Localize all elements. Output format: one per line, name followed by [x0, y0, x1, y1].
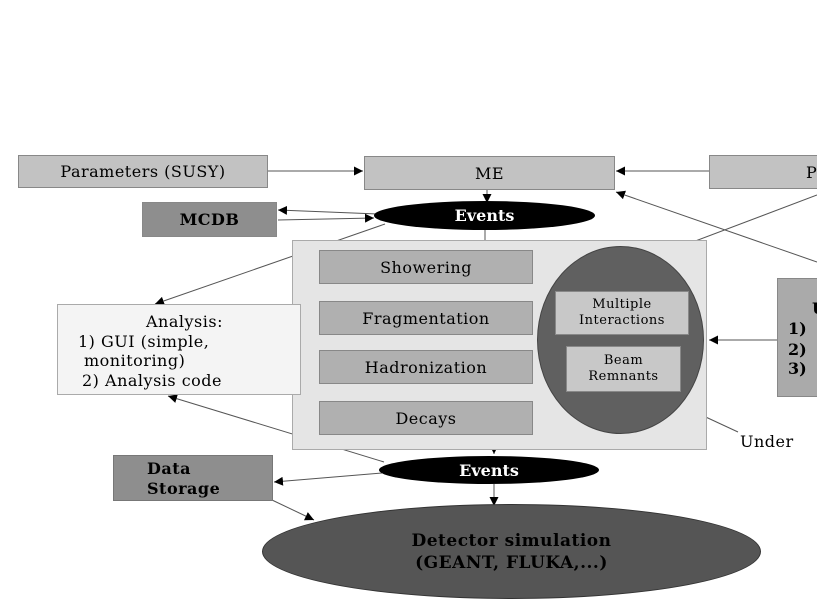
- beam-remnants-line-2: Remnants: [588, 369, 659, 384]
- arrow-events-to-mcdb: [277, 205, 379, 215]
- pdf-box-partial: P: [709, 155, 817, 189]
- hadronization-box: Hadronization: [319, 350, 533, 384]
- arrow-events-to-analysis: [154, 223, 386, 306]
- decays-box: Decays: [319, 401, 533, 435]
- tuning-box-partial: U 1) 2) 3): [777, 278, 817, 397]
- arrow-storage-to-detector: [271, 499, 315, 521]
- beam-remnants-line-1: Beam: [603, 353, 644, 368]
- analysis-line-2: 1) GUI (simple,: [78, 332, 210, 351]
- analysis-line-4: 2) Analysis code: [82, 371, 222, 390]
- arrow-events-to-data-storage: [273, 472, 383, 486]
- tuning-line-3: 2): [788, 340, 807, 359]
- parameters-box: Parameters (SUSY): [18, 155, 268, 188]
- detector-simulation-line-2: (GEANT, FLUKA,...): [415, 552, 608, 573]
- hadronization-label: Hadronization: [364, 357, 488, 377]
- tuning-line-1: U: [812, 299, 817, 318]
- pdf-label-partial: P: [806, 163, 817, 182]
- fragmentation-box: Fragmentation: [319, 301, 533, 335]
- showering-label: Showering: [380, 257, 472, 277]
- events-bottom-label: Events: [459, 460, 519, 480]
- events-top-ellipse: Events: [374, 201, 595, 230]
- underlying-event-ellipse: [537, 246, 704, 434]
- events-bottom-ellipse: Events: [379, 456, 599, 484]
- mcdb-label: MCDB: [179, 210, 240, 229]
- arrow-right-to-me: [615, 190, 817, 263]
- parameters-label: Parameters (SUSY): [60, 162, 226, 181]
- detector-simulation-ellipse: Detector simulation (GEANT, FLUKA,...): [262, 504, 761, 599]
- analysis-line-1: Analysis:: [146, 312, 223, 331]
- fragmentation-label: Fragmentation: [362, 308, 490, 328]
- arrow-mcdb-to-events: [277, 213, 375, 223]
- multiple-interactions-line-2: Interactions: [579, 313, 665, 328]
- me-box: ME: [364, 156, 615, 190]
- multiple-interactions-line-1: Multiple: [592, 297, 652, 312]
- beam-remnants-box: Beam Remnants: [566, 346, 681, 392]
- events-top-label: Events: [454, 206, 515, 225]
- arrow-events-to-analysis-bottom: [167, 394, 385, 463]
- tuning-line-4: 3): [788, 359, 807, 378]
- tuning-line-2: 1): [788, 319, 807, 338]
- detector-simulation-line-1: Detector simulation: [411, 530, 612, 551]
- underlying-label-partial: Under: [740, 432, 794, 451]
- decays-label: Decays: [395, 408, 457, 428]
- data-storage-box: Data Storage: [113, 455, 273, 501]
- multiple-interactions-box: Multiple Interactions: [555, 291, 689, 335]
- mcdb-box: MCDB: [142, 202, 277, 237]
- me-label: ME: [474, 163, 505, 183]
- data-storage-line-2: Storage: [147, 479, 221, 498]
- analysis-box: Analysis: 1) GUI (simple, monitoring) 2)…: [57, 304, 301, 395]
- data-storage-line-1: Data: [147, 459, 191, 478]
- analysis-line-3: monitoring): [84, 351, 186, 370]
- showering-box: Showering: [319, 250, 533, 284]
